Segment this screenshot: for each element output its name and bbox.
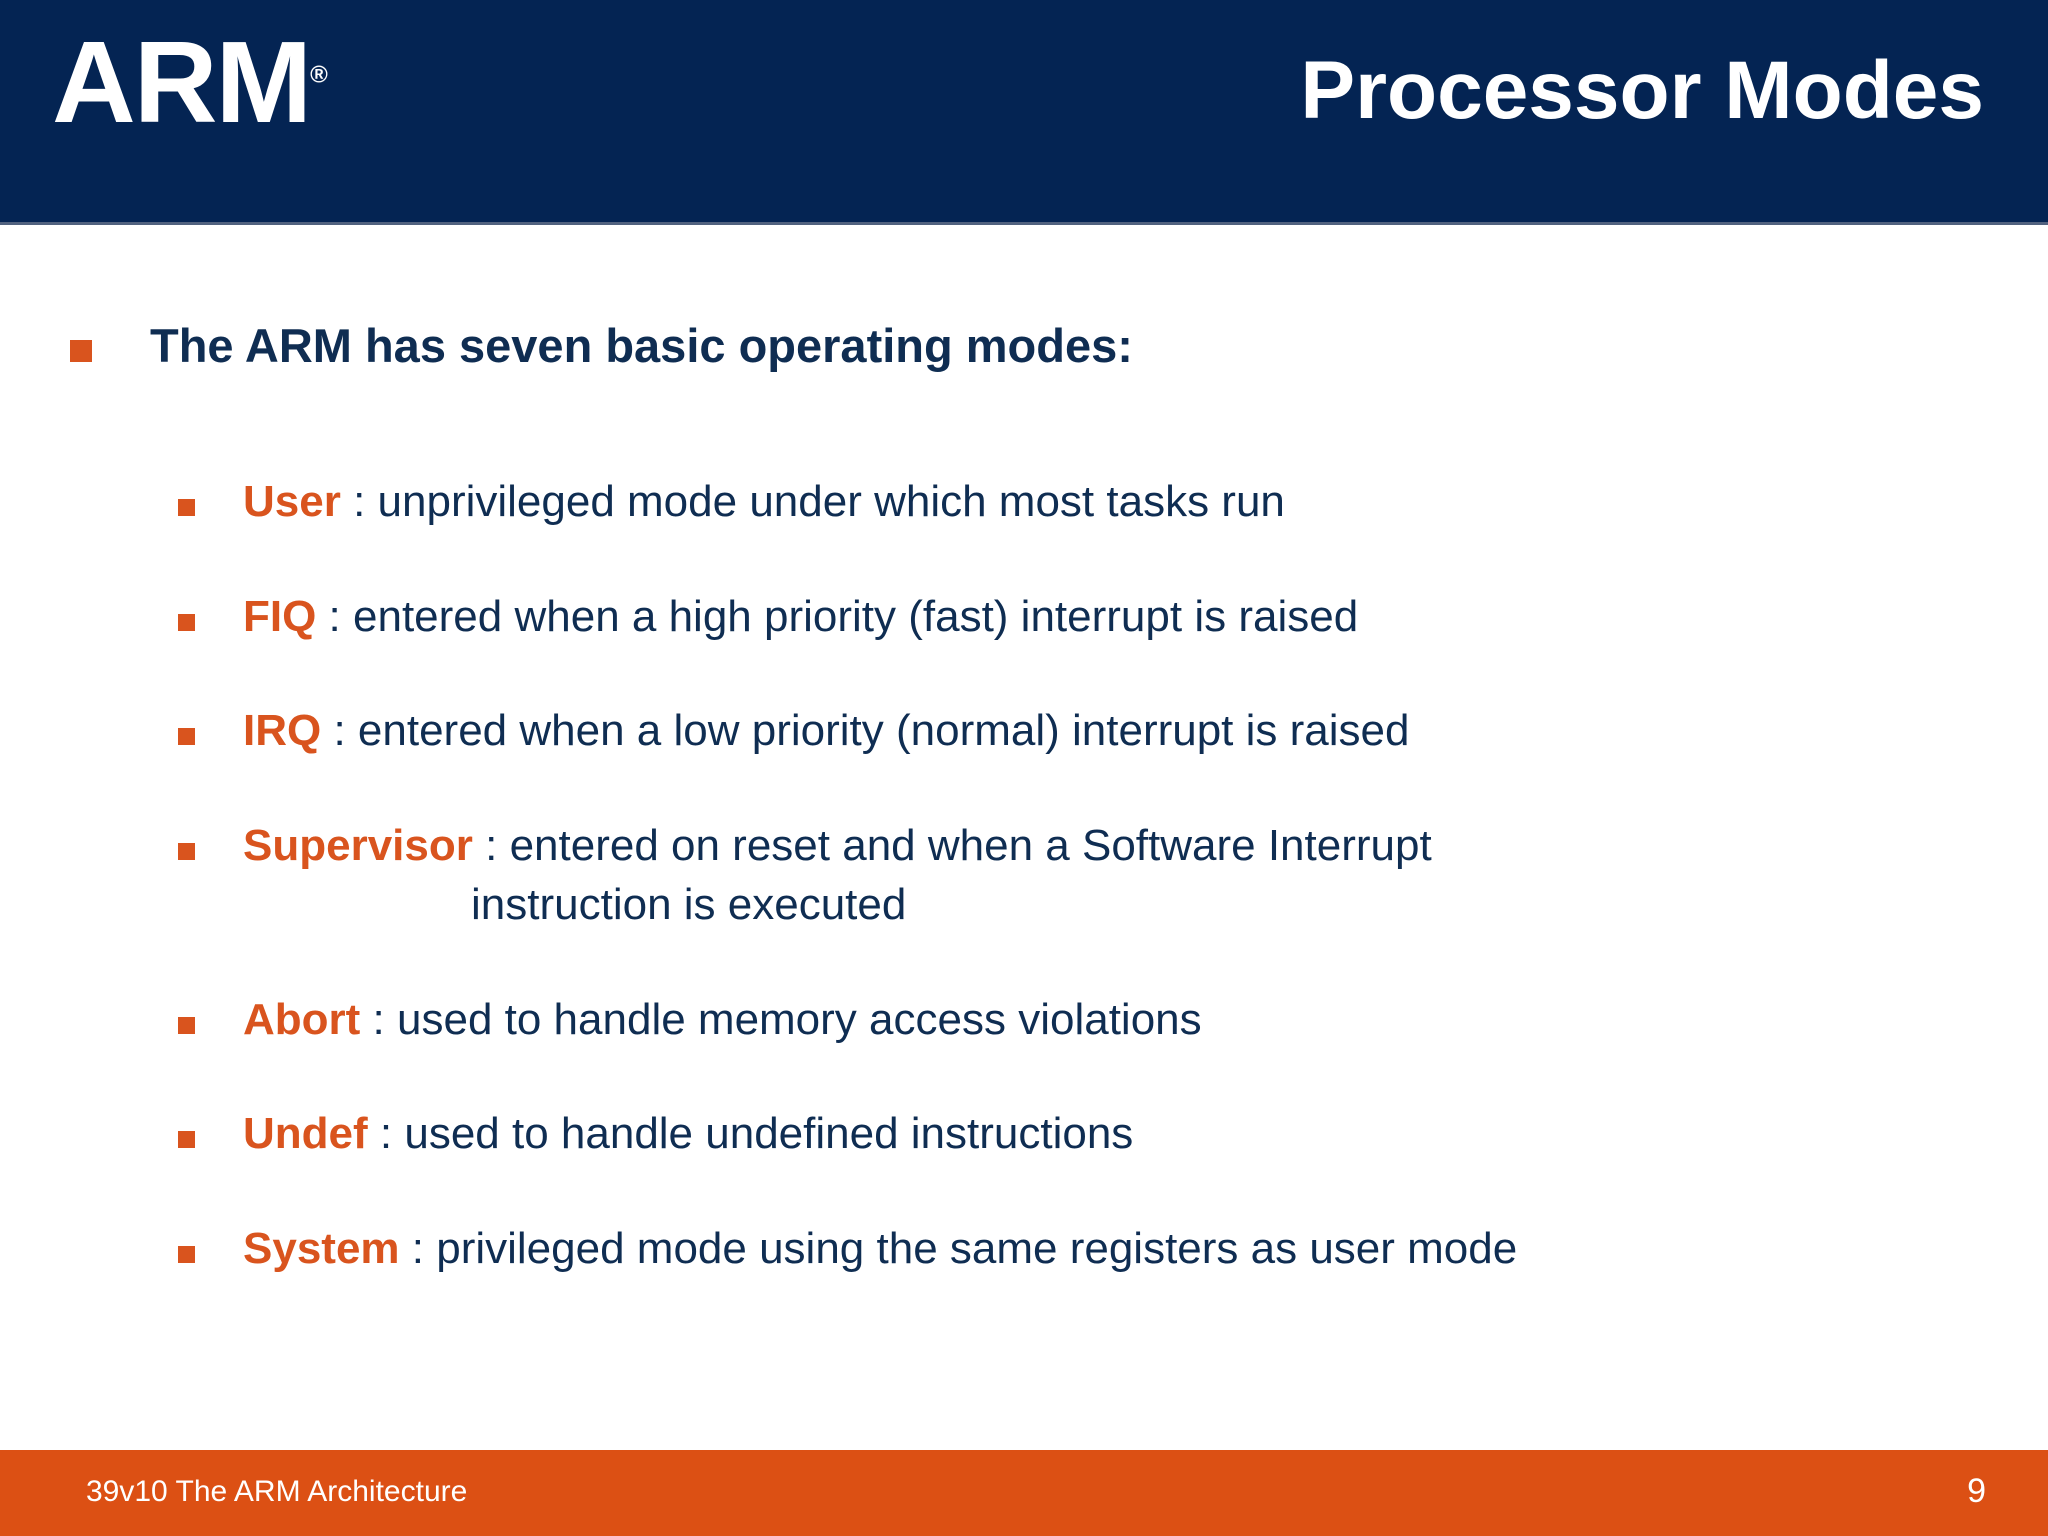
- mode-separator: :: [316, 591, 354, 641]
- registered-trademark-icon: ®: [310, 61, 328, 89]
- arm-logo-text: ARM: [52, 17, 312, 147]
- mode-separator: :: [321, 706, 358, 756]
- mode-body: FIQ : entered when a high priority (fast…: [243, 591, 1359, 641]
- square-bullet-icon: [178, 1245, 195, 1263]
- mode-name: Undef: [243, 1109, 368, 1159]
- mode-description: used to handle memory access violations: [397, 994, 1202, 1044]
- square-bullet-icon: [178, 499, 195, 516]
- slide-header: ARM® Processor Modes: [0, 0, 2048, 222]
- mode-body: IRQ : entered when a low priority (norma…: [243, 707, 1409, 755]
- mode-separator: :: [399, 1223, 437, 1273]
- slide-footer: 39v10 The ARM Architecture 9: [0, 1450, 2048, 1536]
- arm-logo: ARM®: [52, 24, 328, 140]
- square-bullet-icon: [178, 842, 195, 860]
- list-item: Undef : used to handle undefined instruc…: [178, 1110, 1978, 1158]
- mode-line: Undef : used to handle undefined instruc…: [243, 1110, 1133, 1158]
- square-bullet-icon: [70, 340, 92, 362]
- mode-line: Abort : used to handle memory access vio…: [243, 994, 1202, 1044]
- mode-description: used to handle undefined instructions: [404, 1109, 1134, 1159]
- slide-body: The ARM has seven basic operating modes:…: [0, 225, 2048, 1450]
- list-item: User : unprivileged mode under which mos…: [178, 478, 1978, 526]
- mode-body: System : privileged mode using the same …: [243, 1223, 1518, 1273]
- mode-line: IRQ : entered when a low priority (norma…: [243, 707, 1409, 755]
- square-bullet-icon: [178, 613, 195, 631]
- mode-description-continued: instruction is executed: [471, 880, 907, 930]
- list-item: Supervisor : entered on reset and when a…: [178, 820, 1978, 930]
- mode-description: entered on reset and when a Software Int…: [509, 820, 1432, 870]
- square-bullet-icon: [178, 1016, 195, 1034]
- mode-line: User : unprivileged mode under which mos…: [243, 478, 1285, 526]
- mode-name: FIQ: [243, 591, 317, 641]
- list-item: IRQ : entered when a low priority (norma…: [178, 707, 1978, 755]
- mode-name: User: [243, 477, 341, 526]
- mode-line: Supervisor : entered on reset and when a…: [243, 820, 1432, 870]
- mode-name: System: [243, 1223, 400, 1273]
- mode-name: IRQ: [243, 706, 322, 756]
- page-number: 9: [1967, 1472, 1986, 1510]
- mode-separator: :: [360, 994, 397, 1044]
- mode-description: unprivileged mode under which most tasks…: [377, 477, 1285, 526]
- mode-line: System : privileged mode using the same …: [243, 1223, 1518, 1273]
- mode-body: User : unprivileged mode under which mos…: [243, 478, 1285, 526]
- square-bullet-icon: [178, 1131, 195, 1149]
- mode-body: Supervisor : entered on reset and when a…: [243, 820, 1432, 930]
- mode-description: entered when a high priority (fast) inte…: [353, 591, 1359, 641]
- lead-bullet-row: The ARM has seven basic operating modes:: [70, 320, 1133, 372]
- mode-separator: :: [472, 820, 510, 870]
- lead-bullet-text: The ARM has seven basic operating modes:: [150, 319, 1133, 372]
- footer-label: 39v10 The ARM Architecture: [86, 1475, 468, 1508]
- mode-description: entered when a low priority (normal) int…: [357, 706, 1410, 756]
- mode-line: FIQ : entered when a high priority (fast…: [243, 591, 1359, 641]
- modes-list: User : unprivileged mode under which mos…: [178, 478, 1978, 1339]
- header-divider: [0, 222, 2048, 225]
- square-bullet-icon: [178, 728, 195, 746]
- list-item: System : privileged mode using the same …: [178, 1223, 1978, 1273]
- page-title: Processor Modes: [1300, 45, 1984, 136]
- mode-name: Supervisor: [243, 820, 473, 870]
- mode-name: Abort: [243, 994, 361, 1044]
- list-item: FIQ : entered when a high priority (fast…: [178, 591, 1978, 641]
- mode-body: Abort : used to handle memory access vio…: [243, 994, 1202, 1044]
- mode-description: privileged mode using the same registers…: [436, 1223, 1518, 1273]
- list-item: Abort : used to handle memory access vio…: [178, 994, 1978, 1044]
- mode-body: Undef : used to handle undefined instruc…: [243, 1110, 1133, 1158]
- mode-separator: :: [367, 1109, 405, 1159]
- mode-separator: :: [340, 477, 378, 526]
